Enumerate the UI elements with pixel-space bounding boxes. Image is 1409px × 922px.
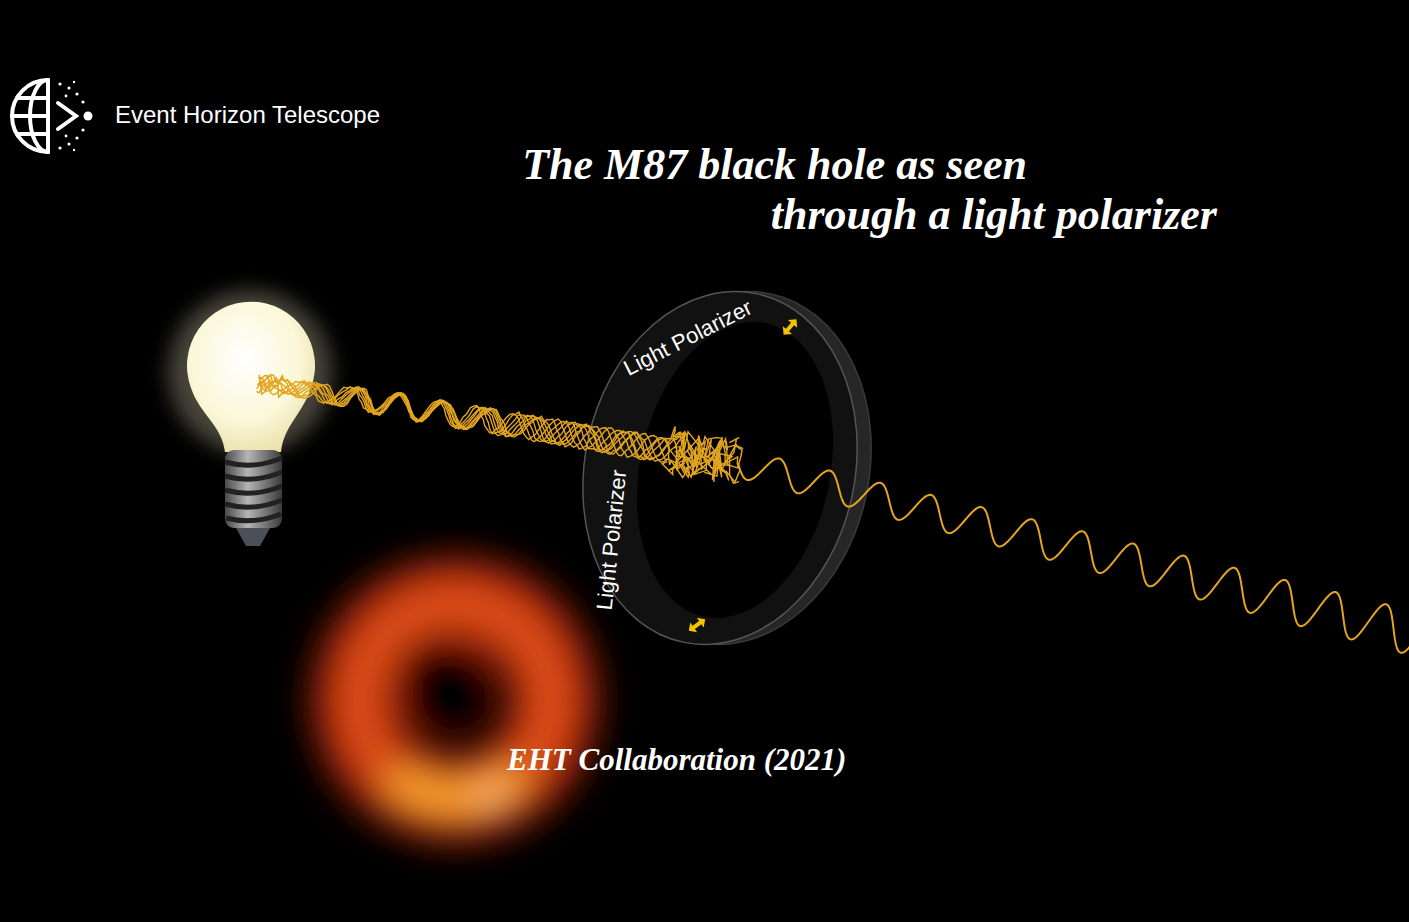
logo-text: Event Horizon Telescope xyxy=(115,103,380,127)
beam-strand xyxy=(259,378,740,478)
bright-arc xyxy=(392,773,520,798)
bulb-base xyxy=(225,450,282,528)
rotate-arrow-icon xyxy=(685,614,708,635)
rotate-arrow-icon xyxy=(779,315,801,338)
logo-arrow xyxy=(58,103,76,129)
bulb-tip xyxy=(236,528,270,546)
bulb-thread xyxy=(225,458,282,521)
polarizer-ring xyxy=(551,266,903,670)
bulb-glow xyxy=(168,290,332,454)
beam-strand xyxy=(258,377,740,482)
polarized-wave xyxy=(738,458,1409,652)
globe-arc xyxy=(12,80,48,152)
beam-strand xyxy=(259,376,739,484)
logo-icon xyxy=(12,80,93,152)
title: The M87 black hole as seen through a lig… xyxy=(507,140,1217,240)
caption: EHT Collaboration (2021) xyxy=(507,744,846,775)
beam-strand xyxy=(257,375,739,482)
unpolarized-beam xyxy=(256,375,743,484)
bulb-glass xyxy=(187,302,315,452)
line-offset xyxy=(1027,140,1217,185)
black-hole-shadow xyxy=(399,640,487,728)
light-bulb xyxy=(168,290,332,546)
wave-line xyxy=(738,458,1409,652)
bright-spot xyxy=(481,787,499,805)
globe-parallels xyxy=(12,98,48,134)
logo-dots xyxy=(58,81,92,151)
beam-strand xyxy=(259,375,743,476)
